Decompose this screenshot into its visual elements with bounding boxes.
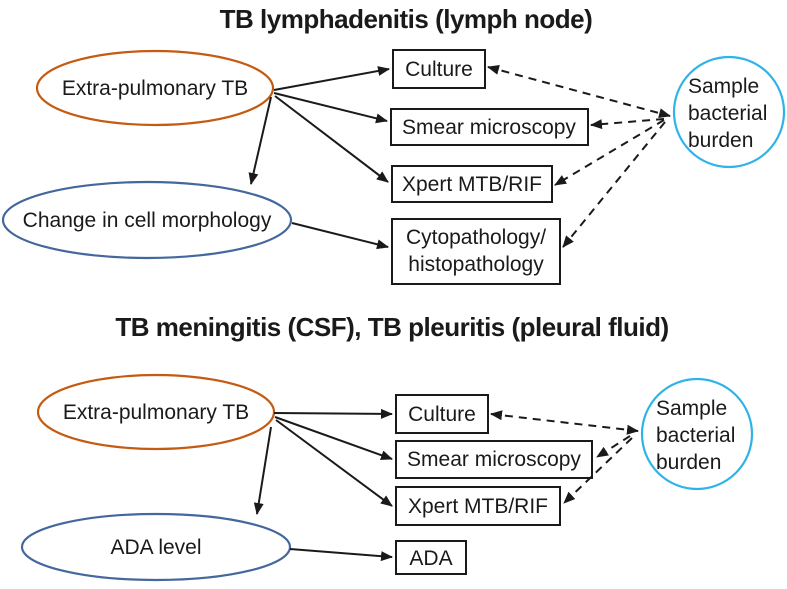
culture-label-2: Culture [408,403,476,426]
arrow-eptb-to-xpert-1 [274,95,389,183]
ada-level-ellipse [20,512,292,582]
arrow-eptb-to-smear-2 [274,416,393,460]
ada-box [395,540,467,575]
smear-microscopy-label-2: Smear microscopy [407,448,581,471]
sample-bacterial-burden-label-1-line1: Sample [688,75,759,98]
xpert-mtb-rif-label-1: Xpert MTB/RIF [402,173,542,196]
diagram2-title: TB meningitis (CSF), TB pleuritis (pleur… [115,312,668,342]
sample-bacterial-burden-circle-1 [672,55,786,169]
xpert-mtb-rif-box-2 [395,486,561,526]
diagram1-title: TB lymphadenitis (lymph node) [220,4,593,34]
extra-pulmonary-tb-label-1: Extra-pulmonary TB [62,77,248,100]
cytopathology-label-line1: Cytopathology/ [406,226,546,249]
sample-bacterial-burden-label-1-line3: burden [688,129,753,152]
xpert-mtb-rif-box-1 [391,165,553,203]
ada-level-label: ADA level [110,536,201,559]
sample-bacterial-burden-label-1-line2: bacterial [688,102,767,125]
dashed-arrow-burden-to-smear-2 [596,435,631,458]
smear-microscopy-label-1: Smear microscopy [402,116,576,139]
arrow-eptb-to-smear-1 [273,92,388,124]
sample-bacterial-burden-label-2-line3: burden [656,451,721,474]
extra-pulmonary-tb-label-2: Extra-pulmonary TB [63,401,249,424]
arrow-eptb-to-ada-level [253,426,272,515]
change-in-cell-morphology-label: Change in cell morphology [23,209,272,232]
dashed-arrow-burden-culture-1 [487,65,671,118]
cytopathology-histopathology-box [391,218,561,285]
sample-bacterial-burden-label-2-line1: Sample [656,397,727,420]
dashed-arrow-burden-to-smear-1 [590,118,665,130]
arrow-ada-level-to-ada [289,548,393,562]
extra-pulmonary-tb-ellipse-1 [35,49,275,127]
dashed-arrow-burden-to-xpert-1 [554,119,665,186]
xpert-mtb-rif-label-2: Xpert MTB/RIF [408,495,548,518]
cytopathology-label-line2: histopathology [408,253,544,276]
dashed-arrow-burden-to-xpert-2 [563,437,633,504]
arrow-eptb-to-morphology [248,96,272,185]
sample-bacterial-burden-circle-2 [640,377,754,491]
smear-microscopy-box-2 [395,440,593,479]
ada-label: ADA [409,547,452,570]
dashed-arrow-burden-to-cytopathology [562,121,666,248]
dashed-arrow-burden-culture-2 [490,410,639,435]
arrow-morphology-to-cytopathology [291,222,389,250]
culture-box-2 [395,394,489,434]
arrow-eptb-to-culture-2 [273,408,393,419]
culture-label-1: Culture [405,58,473,81]
diagram-tb-lymphadenitis: TB lymphadenitis (lymph node) Extra-pulm… [1,4,786,285]
sample-bacterial-burden-label-2-line2: bacterial [656,424,735,447]
diagram-tb-meningitis-pleuritis: TB meningitis (CSF), TB pleuritis (pleur… [20,312,754,582]
arrow-eptb-to-culture-1 [273,66,390,91]
change-in-cell-morphology-ellipse [1,180,293,260]
extra-pulmonary-tb-ellipse-2 [36,373,276,451]
culture-box-1 [392,49,486,89]
arrow-eptb-to-xpert-2 [275,419,393,507]
